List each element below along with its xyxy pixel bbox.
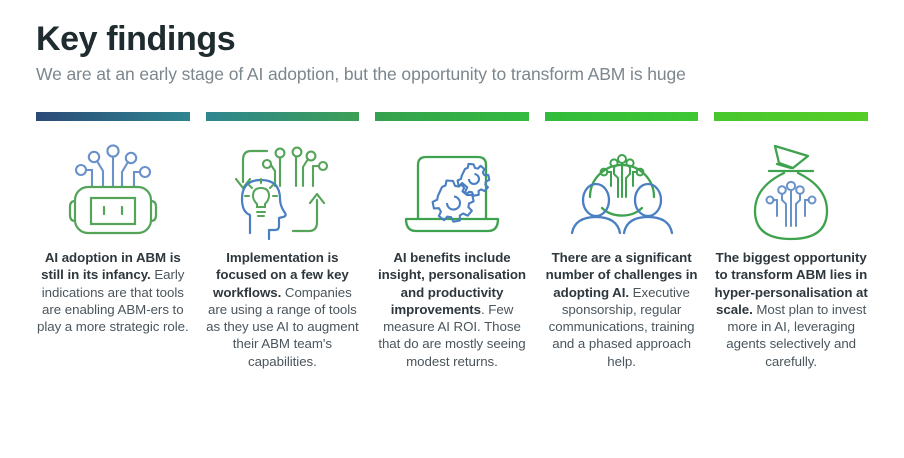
icon-container-4 xyxy=(566,135,678,247)
accent-bar-5 xyxy=(714,112,868,121)
page-subtitle: We are at an early stage of AI adoption,… xyxy=(36,63,686,84)
finding-rest-5: Most plan to invest more in AI, leveragi… xyxy=(726,301,867,369)
finding-lead-3: AI benefits include insight, personalisa… xyxy=(377,250,526,317)
finding-column-1: AI adoption in ABM is still in its infan… xyxy=(36,112,190,370)
icon-container-5 xyxy=(739,135,843,247)
finding-lead-4: There are a significant number of challe… xyxy=(545,250,698,300)
finding-rest-4: Executive sponsorship, regular communica… xyxy=(548,284,695,369)
finding-text-1: AI adoption in ABM is still in its infan… xyxy=(36,249,190,335)
finding-rest-2: Companies are using a range of tools as … xyxy=(206,284,359,369)
ai-robot-icon xyxy=(68,144,157,235)
head-lightbulb-workflow-icon xyxy=(235,146,329,241)
finding-column-2: Implementation is focused on a few key w… xyxy=(205,112,360,370)
finding-column-3: AI benefits include insight, personalisa… xyxy=(375,112,529,370)
findings-columns: AI adoption in ABM is still in its infan… xyxy=(36,112,868,370)
finding-text-3: AI benefits include insight, personalisa… xyxy=(375,249,529,370)
icon-container-2 xyxy=(227,135,337,247)
finding-lead-5: The biggest opportunity to transform ABM… xyxy=(714,250,868,317)
money-bag-circuit-icon xyxy=(754,144,829,241)
finding-text-5: The biggest opportunity to transform ABM… xyxy=(714,249,868,370)
page-title: Key findings xyxy=(36,20,236,58)
finding-rest-1: Early indications are that tools are ena… xyxy=(36,267,189,335)
icon-container-3 xyxy=(398,135,506,247)
slide-header: Key findings We are at an early stage of… xyxy=(0,0,904,85)
icon-container-1 xyxy=(61,135,165,247)
finding-lead-1: AI adoption in ABM is still in its infan… xyxy=(41,250,181,283)
accent-bar-1 xyxy=(36,112,190,121)
laptop-gears-icon xyxy=(404,155,500,233)
finding-text-2: Implementation is focused on a few key w… xyxy=(206,249,360,370)
finding-column-4: There are a significant number of challe… xyxy=(544,112,699,370)
finding-rest-3: . Few measure AI ROI. Those that do are … xyxy=(378,301,526,369)
accent-bar-3 xyxy=(375,112,529,121)
finding-lead-2: Implementation is focused on a few key w… xyxy=(213,250,349,300)
finding-text-4: There are a significant number of challe… xyxy=(545,249,699,370)
people-network-icon xyxy=(570,154,673,235)
accent-bar-2 xyxy=(205,112,360,121)
finding-column-5: The biggest opportunity to transform ABM… xyxy=(714,112,868,370)
accent-bar-4 xyxy=(544,112,699,121)
